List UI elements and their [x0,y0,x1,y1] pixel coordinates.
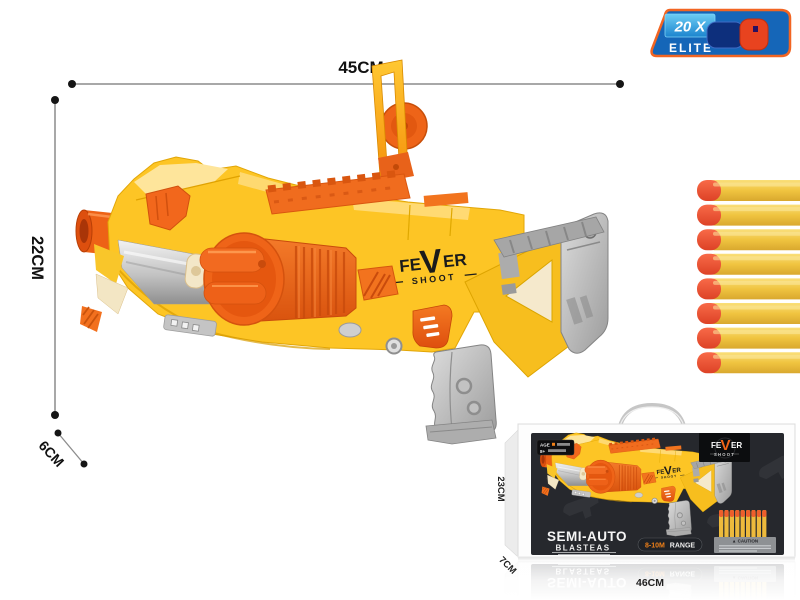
fineprint-line [719,550,757,552]
panel-line [449,207,453,237]
hatched-accent [357,265,399,301]
box-logo-v: V [721,437,731,454]
oval-detail [338,322,362,338]
dimension-height: 22CM [28,96,59,419]
foam-dart [697,352,800,374]
fineprint-line [552,552,616,553]
svg-text:FE V ER: FE V ER [711,435,742,454]
badge-tier-label: ELITE [669,41,713,55]
logo-er: ER [442,250,467,271]
dimension-height-label: 22CM [28,236,46,280]
fineprint-line [719,545,771,547]
box-dart [762,510,767,540]
box-dart [756,510,761,540]
dart-icon [706,18,769,51]
package-box: AGE 8+ FE V ER SHOOT SEMI-AUTO BLAST [504,402,796,560]
box-brand-logo: FE V ER SHOOT [699,433,750,462]
box-dimension-width-label: 46CM [636,577,664,589]
silver-detail-strip [163,314,217,337]
blaster-photo: FE V ER SHOOT [75,59,609,445]
stock-rail [493,216,605,258]
box-logo-fe: FE [711,441,722,450]
box-dart [746,510,751,540]
foam-dart [697,278,800,300]
foam-dart [697,229,800,251]
svg-text:FE V ER: FE V ER [397,239,468,283]
logo-sub: SHOOT [411,272,456,287]
top-rail [265,169,411,215]
brand-logo: FE V ER SHOOT [391,239,477,287]
box-dart [719,510,724,540]
box-dart [724,510,729,540]
foam-dart [697,180,800,201]
box-title: SEMI-AUTO [547,529,627,544]
fineprint-line [719,547,771,549]
dimension-width: 45CM [68,58,624,88]
sight-mast [371,59,428,182]
box-logo-sub: SHOOT [714,452,735,457]
caution-label: ▲ CAUTION [732,539,758,544]
front-wedge-cream [95,273,129,315]
badge-count-label: 20 X [674,19,707,36]
logo-v: V [418,242,444,281]
front-wedge [94,244,124,284]
box-dart [729,510,734,540]
dimension-endpoint-dot [51,96,59,104]
range-highlight: 8-10M [645,543,665,550]
elite-badge: 20 X ELITE [650,8,792,58]
foam-dart [697,303,800,324]
foam-dart [697,204,800,226]
foam-dart [697,327,800,349]
rear-orange-step [423,192,469,207]
fineprint-line [558,554,610,555]
drum [199,232,357,326]
box-logo-er: ER [731,441,742,450]
box-dart [735,510,740,540]
svg-text:8-10M RANGE: 8-10M RANGE [645,543,695,550]
body-highlight [352,198,470,220]
dimension-depth-label: 6CM [36,437,68,470]
box-dart [740,510,745,540]
dimension-endpoint-dot [54,429,62,437]
dimension-endpoint-dot [68,80,76,88]
body-highlight [134,163,228,198]
panel-line [407,204,411,241]
box-dart-cluster [719,510,767,540]
age-badge: AGE 8+ [536,439,575,456]
dimension-depth: 6CM [36,429,88,470]
box-handle-highlight [619,406,685,427]
range-badge: 8-10M RANGE [637,537,703,552]
age-line1: AGE [540,443,550,448]
caution-box: ▲ CAUTION [714,537,776,553]
box-dart [751,510,756,540]
front-hatched-panel [80,306,102,332]
front-orange-block [145,185,191,231]
blaster-core: FE V ER SHOOT [75,156,609,445]
reflection-fade [495,556,800,600]
box-subtitle: BLASTEAS [555,544,610,553]
loaded-dart-tips [199,247,267,305]
dimension-endpoint-dot [51,411,59,419]
foam-dart-stack [697,180,800,374]
box-dimension-height-label: 23CM [495,476,506,501]
dimension-endpoint-dot [80,460,88,468]
sight-hinge-screw [393,164,399,170]
dimension-depth-line [57,432,85,465]
ring-screw-center [391,343,397,349]
logo-fe: FE [398,255,422,276]
grip [425,344,497,445]
box-handle [618,402,686,427]
foam-dart [697,253,800,275]
age-line2: 8+ [540,449,546,454]
trigger [412,304,453,349]
dimension-endpoint-dot [616,80,624,88]
range-rest: RANGE [670,543,696,550]
